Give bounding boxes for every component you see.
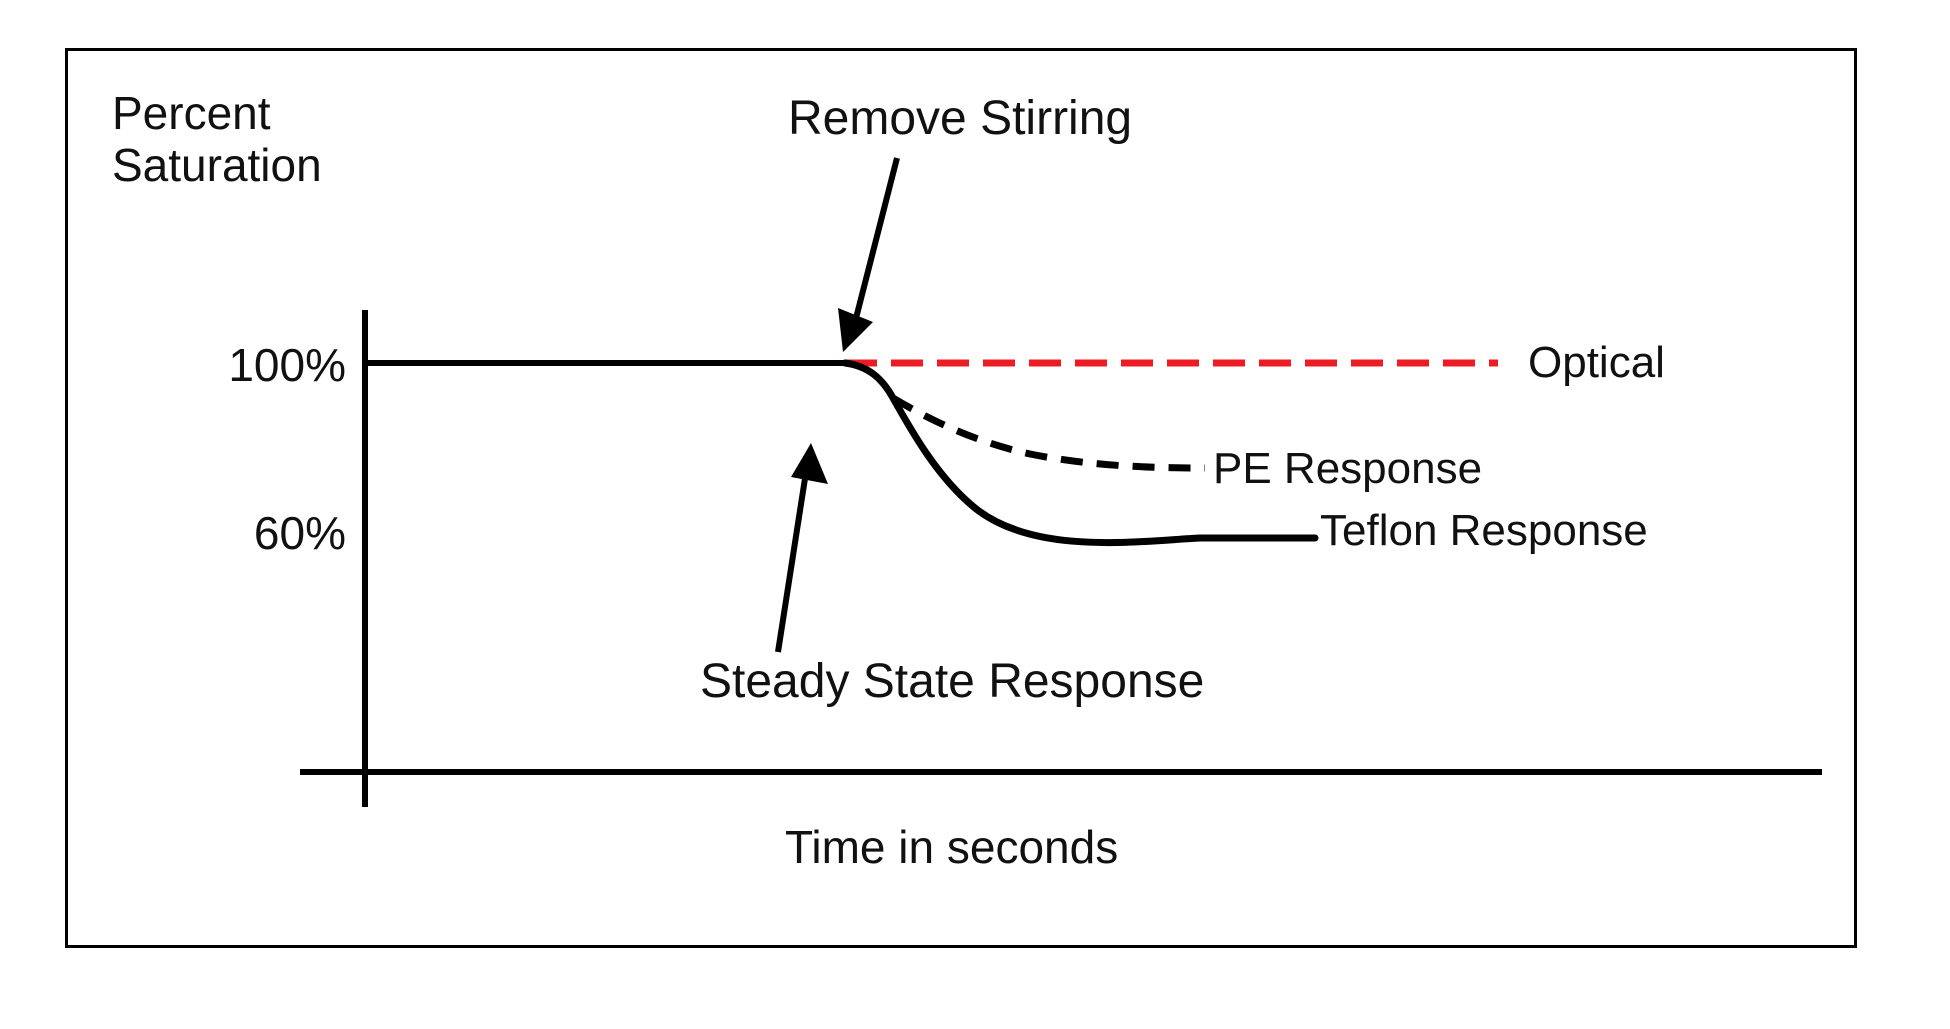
- series-label-optical: Optical: [1528, 338, 1665, 387]
- x-axis-title: Time in seconds: [785, 821, 1119, 873]
- y-tick-label-60-percent: 60%: [253, 507, 346, 559]
- series-line-teflon-response: [841, 359, 1319, 547]
- y-tick-label-100-percent: 100%: [228, 339, 346, 391]
- annotation-arrow-steady-state-response: [775, 443, 828, 653]
- annotation-label-steady-state-response: Steady State Response: [700, 655, 1205, 708]
- y-axis-title-line-2: Saturation: [112, 138, 322, 191]
- series-label-teflon-response: Teflon Response: [1320, 506, 1648, 555]
- series-label-pe-response: PE Response: [1213, 444, 1483, 493]
- annotation-arrow-remove-stirring: [838, 157, 900, 352]
- y-axis-title-line-1: Percent: [112, 87, 271, 139]
- annotation-label-remove-stirring: Remove Stirring: [788, 92, 1133, 145]
- series-line-pe-response: [891, 394, 1206, 472]
